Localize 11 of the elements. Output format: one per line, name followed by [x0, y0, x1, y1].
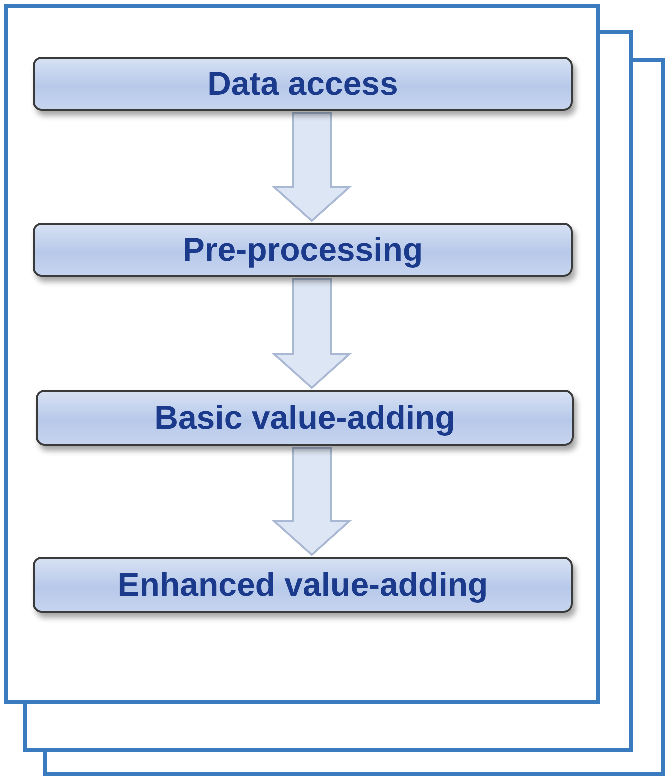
process-box	[33, 57, 573, 111]
step-label: Basic value-adding	[154, 399, 456, 437]
process-box	[33, 557, 573, 613]
process-box	[36, 390, 574, 446]
step-label: Data access	[208, 65, 398, 103]
block-arrow	[271, 447, 353, 556]
process-box	[33, 223, 573, 277]
block-arrow	[271, 278, 353, 390]
step-label: Enhanced value-adding	[118, 566, 488, 604]
block-arrow	[271, 112, 353, 222]
step-label: Pre-processing	[182, 231, 424, 269]
